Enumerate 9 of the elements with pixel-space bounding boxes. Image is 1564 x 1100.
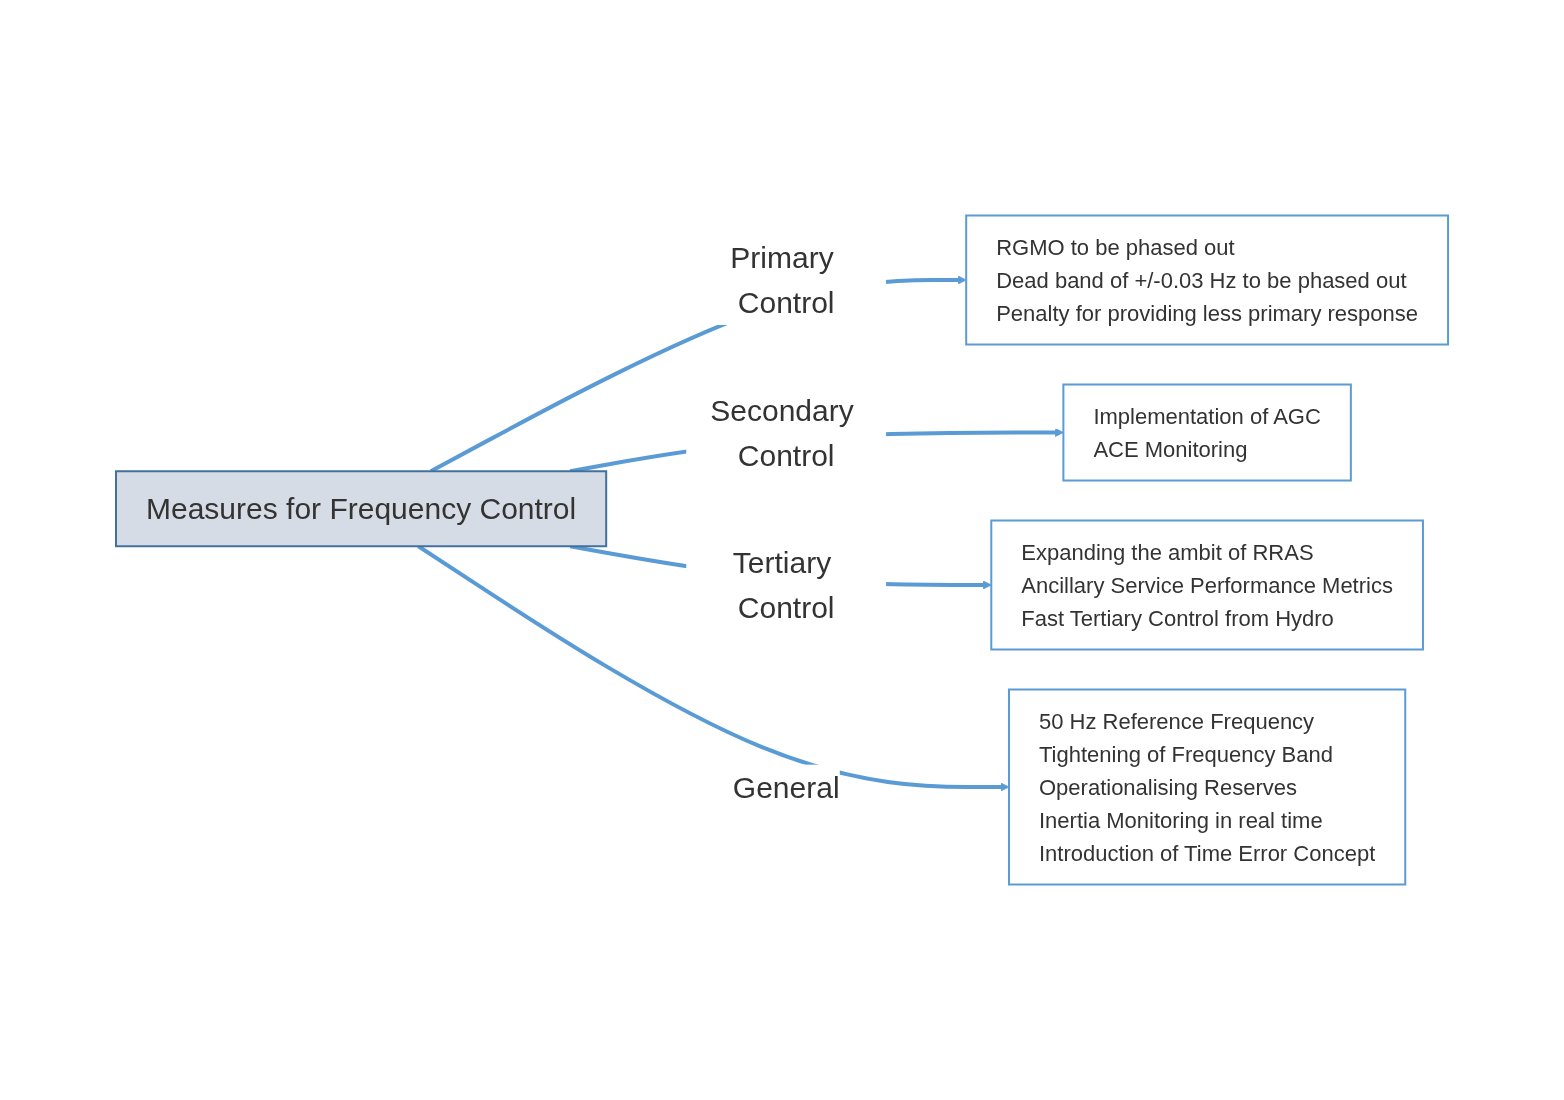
node-box: Expanding the ambit of RRAS Ancillary Service Performance Metrics Fast Tertiary Control from Hydro [990, 519, 1424, 651]
node-box: Implementation of AGC ACE Monitoring [1062, 383, 1352, 482]
edge-label: General [732, 770, 840, 804]
node-box: RGMO to be phased out Dead band of +/-0.03 Hz to be phased out Penalty for providing less primary response [965, 214, 1449, 346]
node-box: Measures for Frequency Control [114, 470, 608, 548]
edge-label: Secondary Control [710, 393, 854, 472]
edge-label: Tertiary Control [732, 546, 835, 624]
node-box: 50 Hz Reference Frequency Tightening of Frequency Band Operationalising Reserves Inertia Monitoring in real time Introduction of Time Error Concept [1007, 688, 1407, 886]
edge-label: Primary Control [730, 241, 835, 319]
